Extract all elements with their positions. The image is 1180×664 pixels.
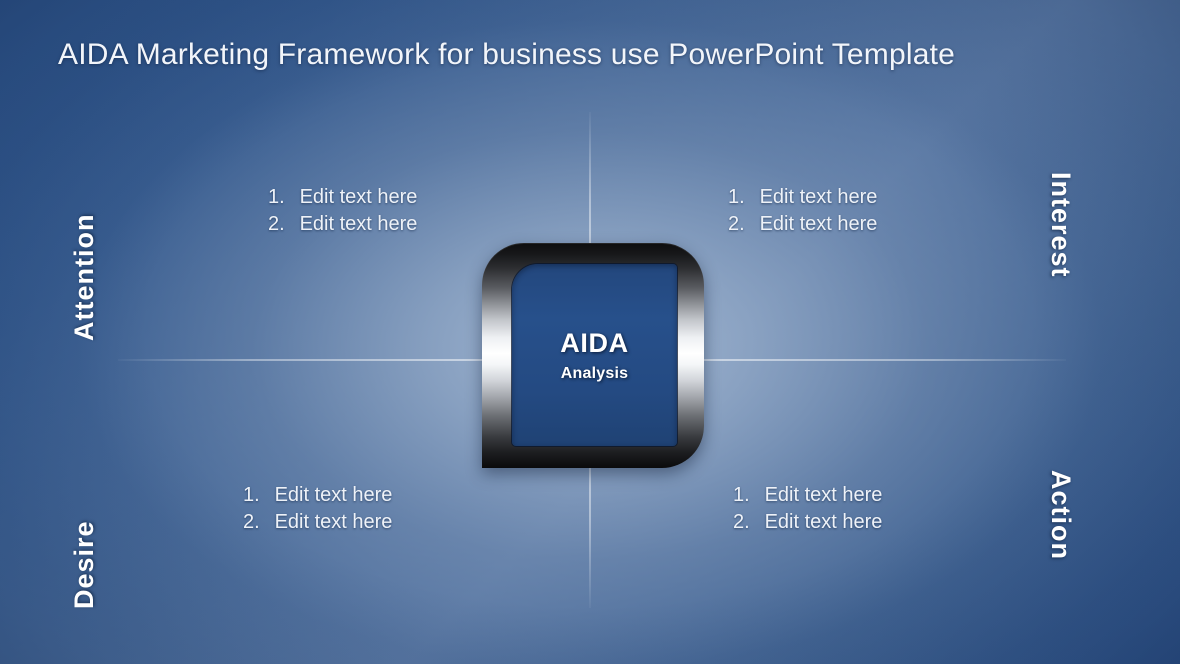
list-item-label: Edit text here: [274, 511, 393, 533]
list-item-number: 1.: [243, 484, 260, 506]
stage-label-attention: Attention: [69, 213, 99, 341]
list-item[interactable]: 1. Edit text here: [243, 482, 392, 509]
list-item[interactable]: 1. Edit text here: [733, 482, 882, 509]
quadrant-text-bottom-left: 1. Edit text here 2. Edit text here: [243, 482, 392, 536]
list-item-number: 1.: [268, 186, 285, 208]
stage-label-desire: Desire: [69, 520, 99, 609]
quadrant-text-top-left: 1. Edit text here 2. Edit text here: [268, 184, 417, 238]
list-item-label: Edit text here: [274, 484, 393, 506]
center-panel: AIDA Analysis: [512, 264, 677, 446]
list-item-number: 2.: [733, 511, 750, 533]
list-item-number: 2.: [268, 213, 285, 235]
list-item-label: Edit text here: [764, 484, 883, 506]
stage-label-action: Action: [1046, 470, 1076, 560]
quadrant-text-top-right: 1. Edit text here 2. Edit text here: [728, 184, 877, 238]
quadrant-text-bottom-right: 1. Edit text here 2. Edit text here: [733, 482, 882, 536]
list-item-label: Edit text here: [299, 186, 418, 208]
center-chrome-frame[interactable]: AIDA Analysis: [482, 243, 704, 468]
list-item-label: Edit text here: [764, 511, 883, 533]
list-item-number: 1.: [728, 186, 745, 208]
page-title: AIDA Marketing Framework for business us…: [58, 38, 956, 71]
list-item[interactable]: 1. Edit text here: [728, 184, 877, 211]
list-item[interactable]: 2. Edit text here: [268, 211, 417, 238]
center-title: AIDA: [560, 327, 629, 358]
stage-label-interest: Interest: [1046, 172, 1076, 278]
list-item[interactable]: 2. Edit text here: [243, 509, 392, 536]
list-item[interactable]: 1. Edit text here: [268, 184, 417, 211]
list-item-label: Edit text here: [299, 213, 418, 235]
list-item-number: 2.: [728, 213, 745, 235]
list-item-number: 2.: [243, 511, 260, 533]
list-item[interactable]: 2. Edit text here: [728, 211, 877, 238]
list-item-label: Edit text here: [759, 186, 878, 208]
center-subtitle: Analysis: [560, 364, 629, 382]
list-item[interactable]: 2. Edit text here: [733, 509, 882, 536]
list-item-number: 1.: [733, 484, 750, 506]
list-item-label: Edit text here: [759, 213, 878, 235]
